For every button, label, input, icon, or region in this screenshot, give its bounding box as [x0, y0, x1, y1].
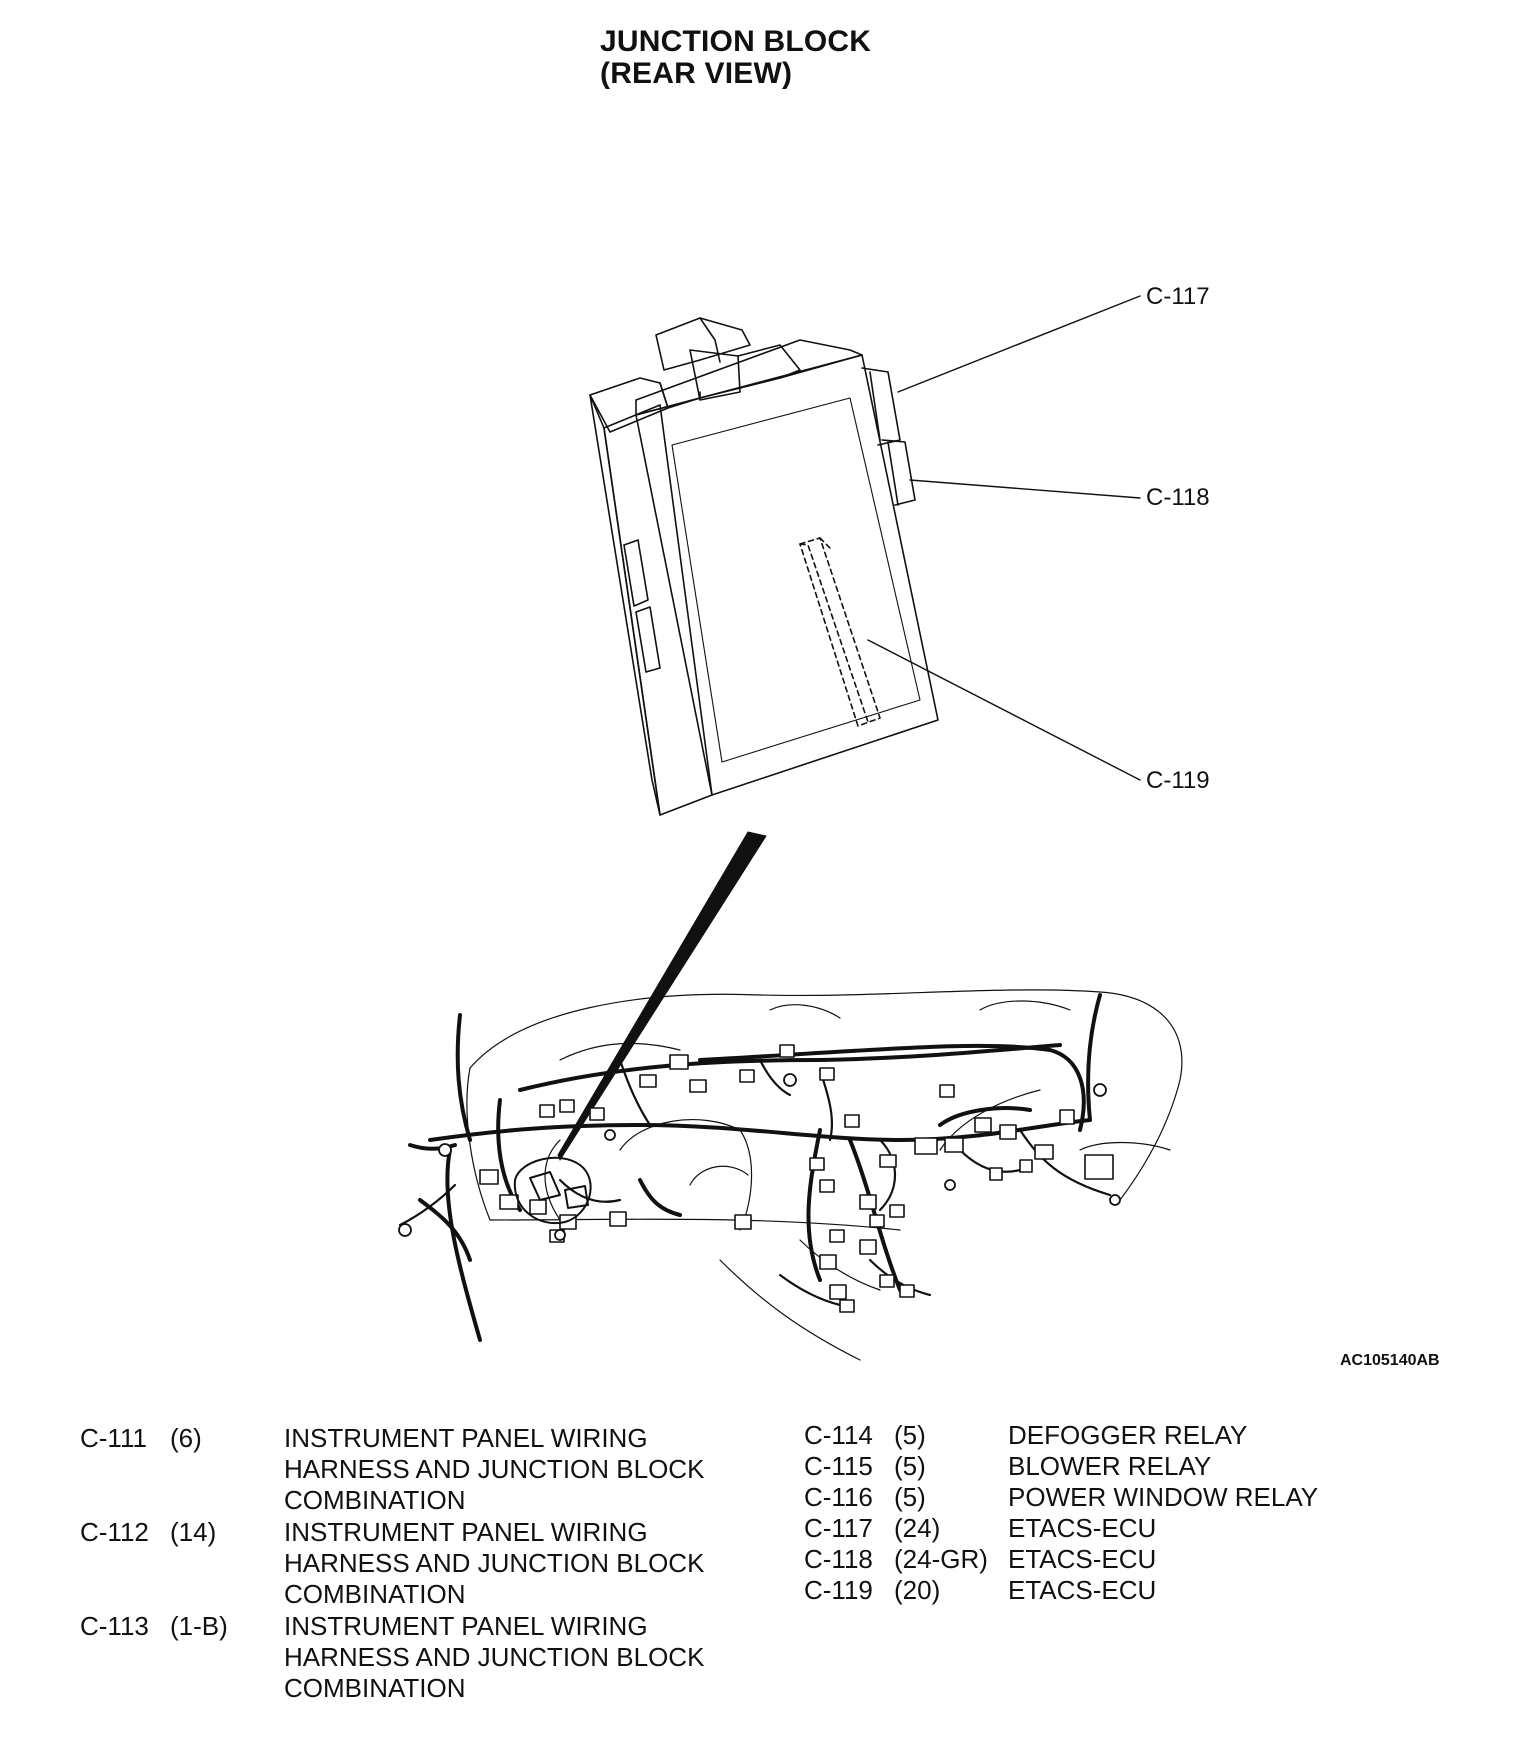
legend-code: C-111	[80, 1423, 147, 1453]
legend-item-c116: C-116 (5) POWER WINDOW RELAY	[804, 1482, 1344, 1513]
legend-pins: (5)	[894, 1482, 926, 1512]
legend-code: C-116	[804, 1482, 873, 1512]
leader-c118	[909, 479, 1141, 499]
leader-c119	[867, 639, 1141, 781]
legend-desc: INSTRUMENT PANEL WIRING HARNESS AND JUNC…	[284, 1611, 705, 1703]
legend-code: C-112	[80, 1517, 149, 1547]
callout-c117: C-117	[1146, 283, 1210, 310]
legend-code: C-118	[804, 1544, 873, 1574]
location-pointer	[557, 831, 767, 1161]
legend-item-c111: C-111 (6) INSTRUMENT PANEL WIRING HARNES…	[80, 1423, 780, 1516]
legend-item-c113: C-113 (1-B) INSTRUMENT PANEL WIRING HARN…	[80, 1611, 780, 1704]
legend-code: C-113	[80, 1611, 149, 1641]
leader-c117	[897, 295, 1141, 393]
legend-item-c118: C-118 (24-GR) ETACS-ECU	[804, 1544, 1344, 1575]
legend-pins: (24)	[894, 1513, 941, 1543]
callout-c119: C-119	[1146, 767, 1210, 794]
callout-c118: C-118	[1146, 484, 1210, 511]
leader-lines	[867, 295, 1141, 781]
legend-desc: POWER WINDOW RELAY	[1008, 1482, 1319, 1512]
legend-desc: INSTRUMENT PANEL WIRING HARNESS AND JUNC…	[284, 1517, 705, 1609]
legend-pins: (5)	[894, 1420, 926, 1450]
legend-pins: (1-B)	[170, 1611, 228, 1641]
legend-pins: (14)	[170, 1517, 217, 1547]
legend-code: C-117	[804, 1513, 873, 1543]
legend-item-c117: C-117 (24) ETACS-ECU	[804, 1513, 1344, 1544]
legend-desc: DEFOGGER RELAY	[1008, 1420, 1248, 1450]
title-line-2: (REAR VIEW)	[600, 57, 793, 90]
legend-desc: ETACS-ECU	[1008, 1544, 1157, 1574]
legend-code: C-114	[804, 1420, 873, 1450]
legend-pins: (6)	[170, 1423, 202, 1453]
junction-block-illustration	[589, 317, 939, 816]
legend-item-c119: C-119 (20) ETACS-ECU	[804, 1575, 1344, 1606]
legend-item-c115: C-115 (5) BLOWER RELAY	[804, 1451, 1344, 1482]
diagram-title: JUNCTION BLOCK (REAR VIEW)	[600, 26, 871, 90]
legend-pins: (5)	[894, 1451, 926, 1481]
legend-desc: ETACS-ECU	[1008, 1575, 1157, 1605]
figure-code: AC105140AB	[1340, 1352, 1440, 1369]
legend-pins: (24-GR)	[894, 1544, 988, 1574]
legend-code: C-115	[804, 1451, 873, 1481]
legend-code: C-119	[804, 1575, 873, 1605]
legend-desc: ETACS-ECU	[1008, 1513, 1157, 1543]
legend-desc: BLOWER RELAY	[1008, 1451, 1212, 1481]
title-line-1: JUNCTION BLOCK	[600, 25, 872, 58]
legend-item-c112: C-112 (14) INSTRUMENT PANEL WIRING HARNE…	[80, 1517, 780, 1610]
legend-item-c114: C-114 (5) DEFOGGER RELAY	[804, 1420, 1344, 1451]
legend-desc: INSTRUMENT PANEL WIRING HARNESS AND JUNC…	[284, 1423, 705, 1515]
dashboard-harness-illustration	[398, 989, 1183, 1361]
legend-pins: (20)	[894, 1575, 941, 1605]
